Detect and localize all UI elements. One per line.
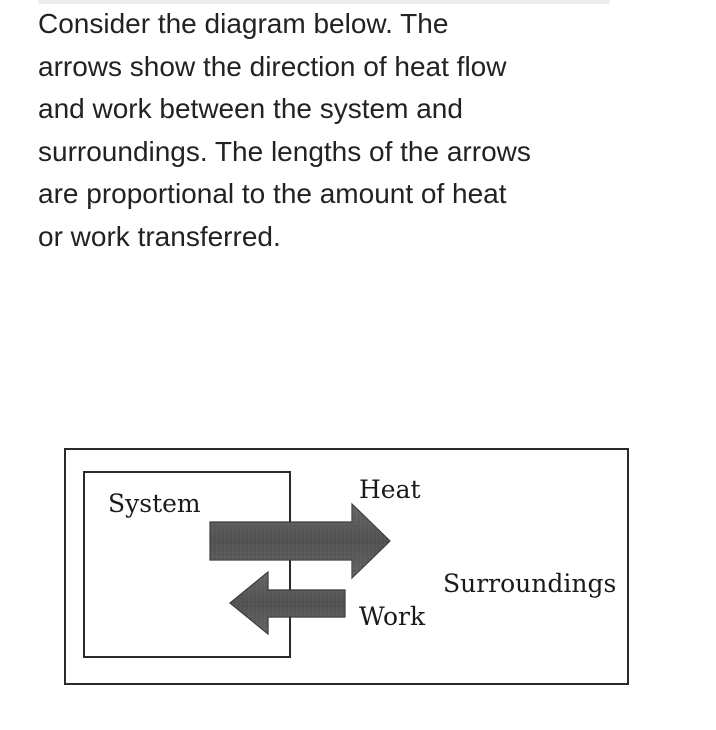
question-line: are proportional to the amount of heat	[38, 178, 507, 209]
surroundings-label: Surroundings	[443, 569, 616, 598]
question-text: Consider the diagram below. The arrows s…	[38, 3, 638, 258]
question-line: arrows show the direction of heat flow	[38, 50, 507, 82]
question-line: and work between the system and	[38, 93, 463, 124]
heat-label: Heat	[359, 475, 421, 504]
question-line: or work transferred.	[38, 220, 281, 252]
system-label: System	[108, 489, 201, 518]
top-divider	[38, 0, 610, 4]
surroundings-box	[64, 448, 629, 685]
heat-arrow	[209, 502, 391, 580]
work-label: Work	[359, 602, 426, 631]
work-arrow	[229, 570, 346, 636]
system-box	[83, 471, 291, 658]
question-line: Consider the diagram below. The	[38, 8, 449, 39]
question-line: surroundings. The lengths of the arrows	[38, 135, 531, 167]
